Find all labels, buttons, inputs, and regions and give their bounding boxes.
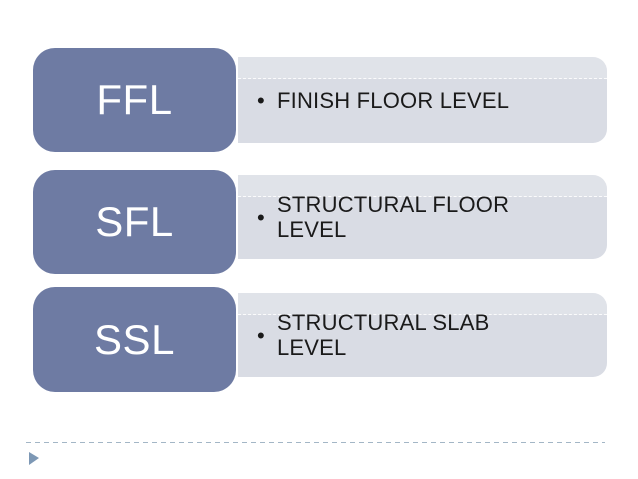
abbreviation-label: SFL	[95, 198, 174, 245]
footer-dashed-line	[26, 442, 605, 443]
right-triangle-icon	[29, 452, 39, 465]
description-content: • STRUCTURAL SLAB LEVEL	[238, 293, 607, 377]
abbreviation-label: FFL	[96, 76, 173, 123]
description-box-ffl: • FINISH FLOOR LEVEL	[238, 57, 607, 143]
description-box-sfl: • STRUCTURAL FLOOR LEVEL	[238, 175, 607, 259]
description-text: STRUCTURAL FLOOR LEVEL	[277, 192, 510, 242]
abbreviation-box-ssl: SSL	[33, 287, 236, 392]
description-content: • FINISH FLOOR LEVEL	[238, 57, 607, 143]
abbreviation-label: SSL	[94, 315, 175, 363]
abbreviation-box-sfl: SFL	[33, 170, 236, 274]
description-text: STRUCTURAL SLAB LEVEL	[277, 310, 490, 360]
bullet-marker: •	[257, 322, 265, 348]
abbreviation-box-ffl: FFL	[33, 48, 236, 152]
description-box-ssl: • STRUCTURAL SLAB LEVEL	[238, 293, 607, 377]
bullet-marker: •	[257, 204, 265, 230]
description-content: • STRUCTURAL FLOOR LEVEL	[238, 175, 607, 259]
description-text: FINISH FLOOR LEVEL	[277, 87, 510, 113]
bullet-marker: •	[257, 87, 265, 113]
